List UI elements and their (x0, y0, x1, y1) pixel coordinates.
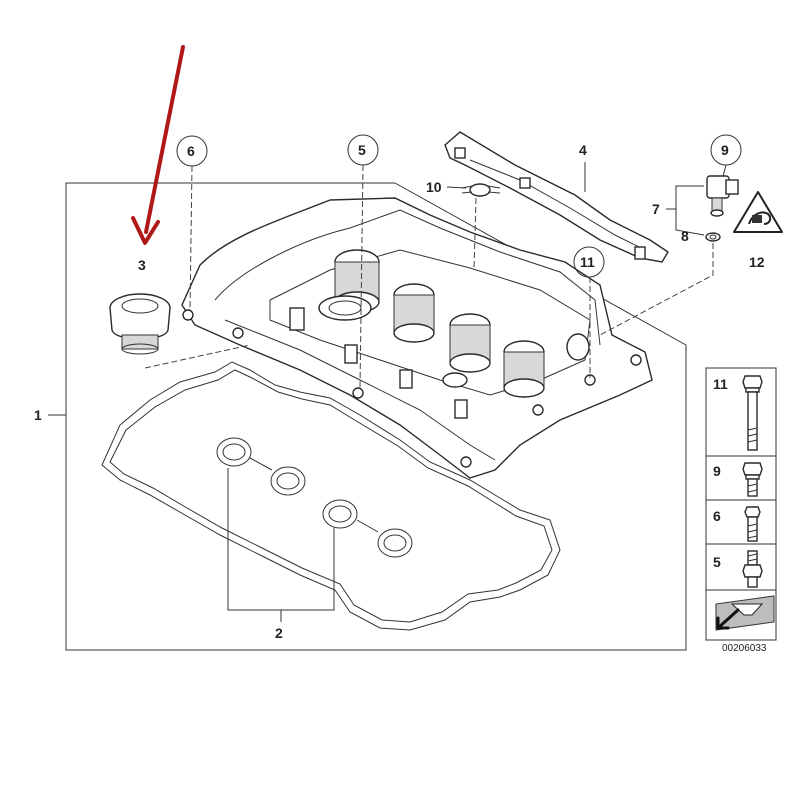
callout-3: 3 (138, 257, 146, 273)
corner-arrow-icon (715, 595, 775, 631)
callout-10-leader (446, 186, 467, 189)
sensor-dash (599, 243, 714, 336)
bolt-11-icon (742, 375, 763, 451)
callout-7: 7 (652, 201, 660, 217)
bolt-9-icon (742, 462, 763, 497)
washer (705, 232, 721, 242)
callout-3-dash (144, 344, 251, 369)
warning-triangle-icon (733, 191, 783, 233)
oil-filler-cap (109, 293, 171, 355)
legend-label-9: 9 (713, 463, 721, 479)
main-frame (65, 182, 687, 651)
valve-cover (181, 197, 653, 479)
callout-8: 8 (681, 228, 689, 244)
callout-6: 6 (187, 143, 195, 159)
coil-cover-strip (444, 131, 669, 263)
callout-11: 11 (580, 254, 595, 270)
callout-11-circle (573, 246, 605, 278)
callout-6-dash (189, 165, 193, 311)
emblem (461, 183, 501, 197)
callout-7-bracket (675, 185, 705, 236)
callout-5: 5 (358, 142, 366, 158)
bolt-legend: 11 9 6 5 (705, 367, 777, 641)
red-arrow-icon (131, 45, 185, 245)
legend-label-5: 5 (713, 554, 721, 570)
legend-label-6: 6 (713, 508, 721, 524)
gasket (101, 361, 561, 631)
bolt-6-icon (744, 506, 761, 542)
bolt-5-icon (742, 550, 763, 588)
callout-4: 4 (579, 142, 587, 158)
callout-5-dash (359, 164, 364, 389)
callout-12: 12 (749, 254, 765, 270)
legend-label-11: 11 (713, 376, 728, 392)
callout-1: 1 (34, 407, 42, 423)
callout-10-dash (473, 197, 477, 271)
callout-2: 2 (275, 625, 283, 641)
callout-9: 9 (721, 142, 729, 158)
callout-10: 10 (426, 179, 442, 195)
diagram-part-number: 00206033 (722, 643, 767, 654)
camshaft-sensor (706, 175, 739, 217)
washer-hole (709, 234, 717, 240)
